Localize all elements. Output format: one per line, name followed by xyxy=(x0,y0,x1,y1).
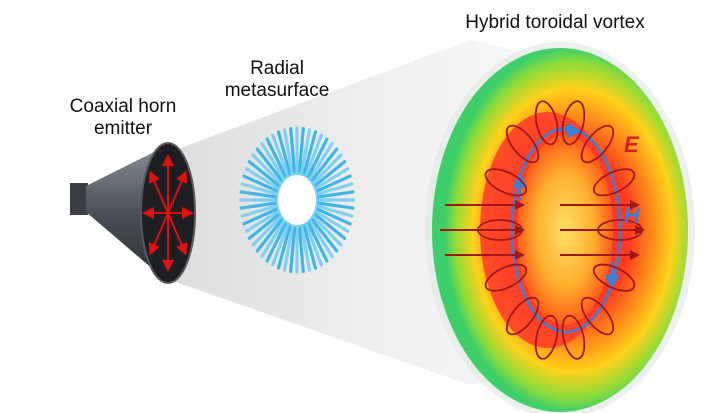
metasurface-spoke xyxy=(260,142,286,182)
metasurface-spoke xyxy=(242,174,280,193)
metasurface-spoke xyxy=(247,160,282,188)
metasurface-spoke xyxy=(247,212,282,240)
metasurface-spoke xyxy=(313,209,350,233)
metasurface-spoke xyxy=(265,220,288,263)
metasurface-spoke xyxy=(314,207,352,226)
metasurface-spoke xyxy=(297,126,305,176)
electric-field-loop xyxy=(484,263,528,292)
emitter-label-line1: Coaxial horn xyxy=(69,96,177,117)
electric-field-loop xyxy=(592,263,636,292)
radial-metasurface xyxy=(239,126,355,274)
electric-field-loop xyxy=(534,100,559,146)
metasurface-label-line1: Radial xyxy=(250,58,304,79)
metasurface-spoke xyxy=(308,142,334,182)
metasurface-spoke xyxy=(260,218,286,258)
metasurface-spoke xyxy=(276,222,292,270)
metasurface-spoke xyxy=(299,223,312,272)
metasurface-spoke xyxy=(302,222,318,270)
metasurface-spoke xyxy=(289,126,297,176)
metasurface-spoke xyxy=(239,201,279,210)
metasurface-spoke xyxy=(302,130,318,178)
electric-field-loop xyxy=(561,100,586,146)
metasurface-spoke xyxy=(240,204,279,218)
metasurface-spoke xyxy=(289,224,297,274)
metasurface-spoke xyxy=(240,182,279,196)
metasurface-label: Radial metasurface xyxy=(212,58,342,102)
e-field-label: E xyxy=(624,132,639,157)
metasurface-spoke xyxy=(312,160,347,188)
vortex-label: Hybrid toroidal vortex xyxy=(465,12,645,33)
toroidal-vortex xyxy=(425,42,695,413)
metasurface-spoke xyxy=(255,216,285,253)
metasurface-spoke xyxy=(304,221,323,267)
electric-field-loop xyxy=(561,314,586,360)
electric-field-loop xyxy=(484,168,528,197)
horn-emitter xyxy=(70,142,196,284)
metasurface-spoke xyxy=(251,214,283,247)
metasurface-center-ring xyxy=(276,173,318,227)
metasurface-spoke xyxy=(239,190,279,199)
metasurface-spoke xyxy=(255,147,285,184)
metasurface-spoke xyxy=(282,128,295,177)
metasurface-spoke xyxy=(314,174,352,193)
metasurface-spoke xyxy=(315,204,354,218)
metasurface-spoke xyxy=(315,182,354,196)
metasurface-spoke xyxy=(242,207,280,226)
emitter-label-line2: emitter xyxy=(93,118,153,139)
metasurface-label-line2: metasurface xyxy=(224,80,330,101)
metasurface-spoke xyxy=(309,147,339,184)
metasurface-spoke xyxy=(313,167,350,191)
axial-electric-arrows xyxy=(440,200,645,260)
metasurface-spoke xyxy=(312,212,347,240)
metasurface-spoke xyxy=(297,224,305,274)
metasurface-spoke xyxy=(251,153,283,186)
electric-field-loops xyxy=(477,100,643,360)
metasurface-spoke xyxy=(311,153,343,186)
metasurface-spoke xyxy=(315,190,355,199)
horn-field-arrows xyxy=(142,154,194,272)
metasurface-spoke xyxy=(244,167,281,191)
metasurface-spoke xyxy=(306,137,329,180)
electric-field-loop xyxy=(580,124,615,164)
metasurface-spoke xyxy=(304,133,323,179)
electric-field-loop xyxy=(534,314,559,360)
metasurface-spoke xyxy=(309,216,339,253)
metasurface-spoke xyxy=(308,218,334,258)
electric-field-loop xyxy=(580,296,615,336)
metasurface-spoke xyxy=(306,220,329,263)
emitter-label: Coaxial horn emitter xyxy=(48,96,198,140)
metasurface-spoke xyxy=(282,223,295,272)
metasurface-spoke xyxy=(311,214,343,247)
metasurface-spoke xyxy=(271,133,290,179)
metasurface-spoke xyxy=(244,209,281,233)
electric-field-loop xyxy=(505,296,540,336)
metasurface-spoke xyxy=(299,128,312,177)
h-field-label: H xyxy=(624,203,640,228)
electric-field-loop xyxy=(505,124,540,164)
electric-field-loop xyxy=(592,168,636,197)
metasurface-spoke xyxy=(271,221,290,267)
metasurface-spoke xyxy=(276,130,292,178)
metasurface-spoke xyxy=(265,137,288,180)
metasurface-spoke xyxy=(315,201,355,210)
